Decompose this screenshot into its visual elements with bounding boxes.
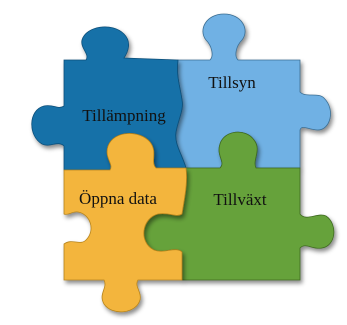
label-oppna-data: Öppna data (79, 189, 157, 208)
label-tillsyn: Tillsyn (208, 73, 256, 92)
label-tillampning: Tillämpning (82, 106, 166, 125)
piece-bottom-left (63, 133, 187, 313)
label-tillvaxt: Tillväxt (213, 190, 267, 209)
